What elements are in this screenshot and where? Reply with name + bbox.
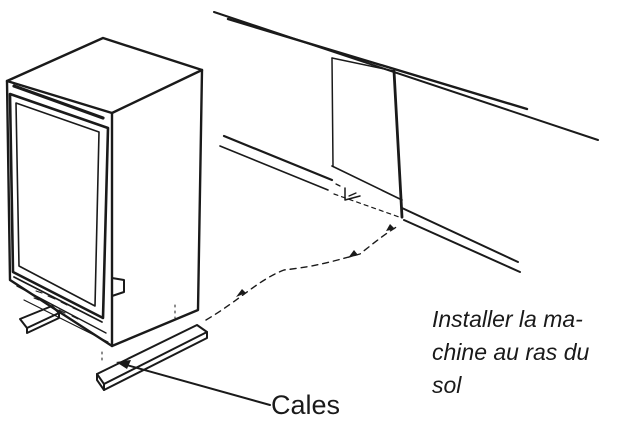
- shim-left: [19, 305, 60, 334]
- instruction-line: Installer la ma-: [432, 306, 583, 332]
- movement-path: [205, 224, 399, 321]
- movement-arrow-2: [348, 250, 358, 258]
- grille-marks: [33, 290, 93, 320]
- ground-marks: [101, 304, 176, 365]
- plinth-mark: [335, 183, 357, 197]
- floor-line-right: [401, 207, 519, 263]
- cabinet-outline: [5, 36, 204, 348]
- instruction-line: sol: [432, 372, 462, 398]
- counter-niche: [213, 11, 599, 273]
- door-inner-frame: [15, 102, 100, 307]
- floor-line-front: [23, 299, 109, 343]
- appliance-cabinet: [5, 36, 204, 348]
- cabinet-top-front-edge: [5, 68, 204, 115]
- niche-floor: [331, 165, 403, 201]
- baseboard-upper: [222, 134, 334, 182]
- door-handle: [12, 84, 105, 120]
- shims-label: Cales: [271, 390, 341, 420]
- baseboard-lower: [219, 145, 329, 191]
- installation-instruction: Installer la ma- chine au ras du sol: [432, 303, 589, 402]
- niche-front-vertical: [392, 69, 404, 219]
- shim-right: [96, 324, 208, 391]
- movement-arrow-3: [386, 224, 395, 231]
- niche-floor-dashed: [333, 193, 403, 219]
- instruction-line: chine au ras du: [432, 339, 590, 365]
- floor-line-right-lower: [403, 219, 521, 273]
- movement-arrow-1: [236, 289, 246, 297]
- shims-pointer-arrow: [116, 360, 271, 406]
- door-outer-frame: [8, 92, 110, 320]
- cabinet-foot: [111, 277, 125, 297]
- niche-corner: [331, 57, 395, 72]
- niche-back-vertical: [331, 57, 334, 167]
- appliance-door: [8, 84, 125, 343]
- floor-step: [344, 187, 361, 201]
- countertop-edge-lower: [226, 17, 529, 111]
- kickplate-lower: [16, 285, 107, 334]
